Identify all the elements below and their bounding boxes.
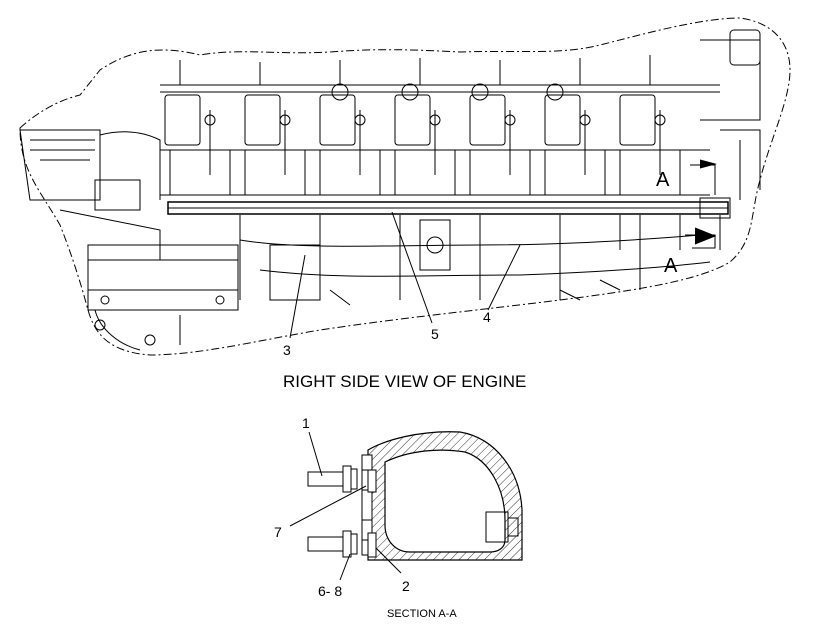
callout-5: 5 [431,326,439,342]
engine-outline [19,17,791,356]
callout-7: 7 [274,524,282,540]
leader-line-5 [391,211,433,324]
leader-line-1 [308,431,323,477]
section-marker-lower: A [664,255,678,277]
leader-line-3 [289,254,306,339]
engine-view: A A 3 5 4 RIGHT SIDE VIEW OF ENGINE [19,17,791,391]
connector-upper [307,465,377,493]
section-a-a: 1 7 6- 8 2 SECTION A-A [274,415,523,620]
left-plumbing [19,129,239,351]
caption-bottom: SECTION A-A [387,608,457,620]
leader-line-2 [375,547,402,574]
section-cavity [384,449,506,553]
fuel-rail [167,197,731,219]
callout-1: 1 [302,415,310,431]
connector-lower [307,530,377,558]
callout-6-8: 6- 8 [318,583,342,599]
callout-4: 4 [483,309,491,325]
lower-block [239,215,721,306]
caption-top: RIGHT SIDE VIEW OF ENGINE [283,372,526,391]
leader-line-4 [487,244,521,311]
callout-2: 2 [402,578,410,594]
cylinder-heads [160,55,720,196]
leader-line-6-8 [339,553,351,581]
leader-line-7 [289,485,367,527]
section-marker-upper: A [656,169,670,191]
callout-3: 3 [283,342,291,358]
right-details [685,29,761,249]
section-side-plate [361,454,373,556]
